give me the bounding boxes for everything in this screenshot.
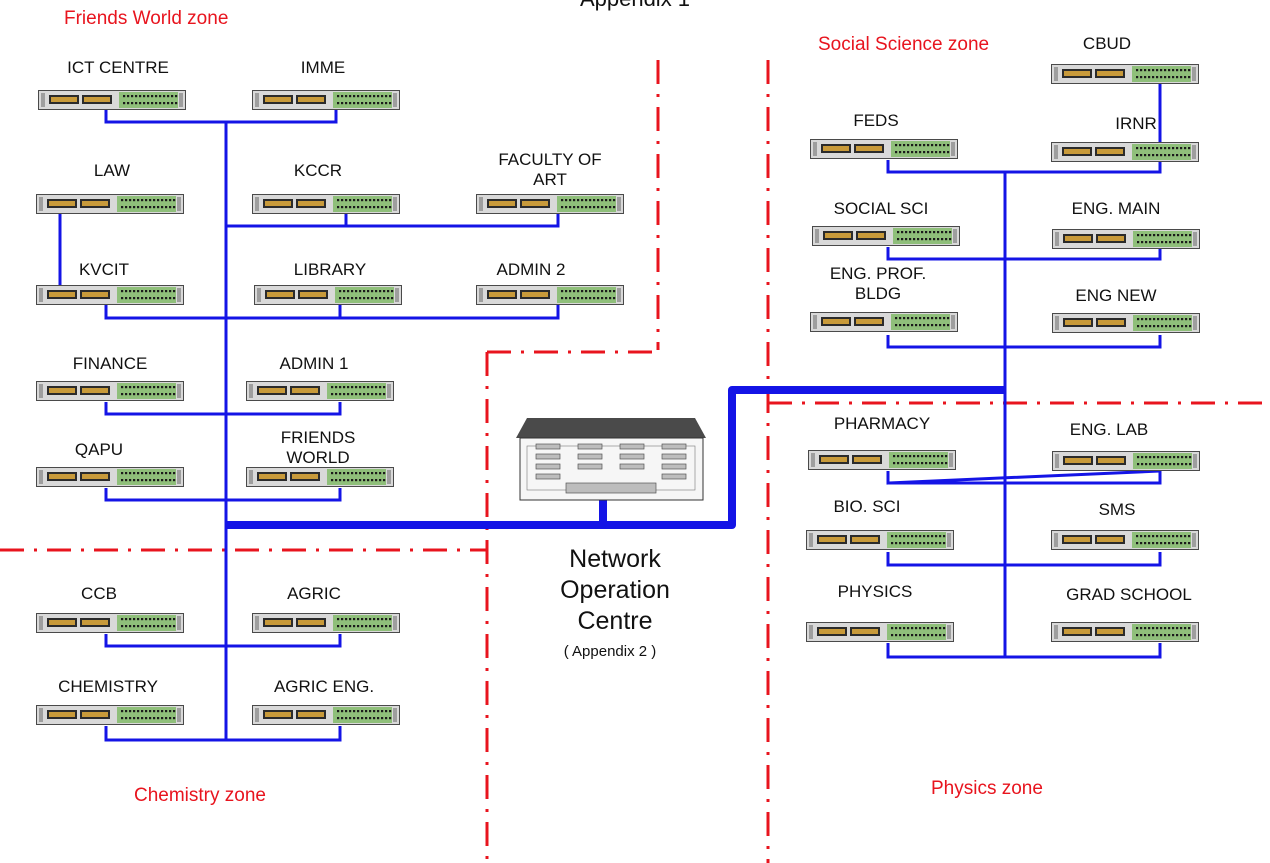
network-switch-icon <box>806 530 954 550</box>
network-switch-icon <box>810 139 958 159</box>
label-eng-main: ENG. MAIN <box>1071 199 1161 218</box>
network-switch-icon <box>1052 313 1200 333</box>
network-switch-icon <box>1051 142 1199 162</box>
label-kvcit: KVCIT <box>78 260 130 279</box>
label-sms: SMS <box>1098 500 1136 519</box>
network-switch-icon <box>252 194 400 214</box>
network-switch-icon <box>1051 622 1199 642</box>
zone-label-social-science: Social Science zone <box>818 34 990 55</box>
zone-borders <box>0 60 1270 863</box>
network-switch-icon <box>246 467 394 487</box>
label-agric: AGRIC <box>287 584 341 603</box>
noc-title-line3: Centre <box>577 607 653 635</box>
network-switch-icon <box>252 613 400 633</box>
label-kccr: KCCR <box>293 161 343 180</box>
noc-subtitle: ( Appendix 2 ) <box>563 643 657 660</box>
label-pharmacy: PHARMACY <box>833 414 931 433</box>
zone-label-chemistry: Chemistry zone <box>134 785 266 806</box>
label-agric-eng: AGRIC ENG. <box>273 677 375 696</box>
label-eng-lab: ENG. LAB <box>1069 420 1149 439</box>
network-switch-icon <box>36 381 184 401</box>
noc-title-line1: Network <box>569 545 661 573</box>
label-bio-sci: BIO. SCI <box>833 497 901 516</box>
label-eng-prof-bldg: ENG. PROF. BLDG <box>829 264 927 303</box>
network-switch-icon <box>36 285 184 305</box>
network-switch-icon <box>36 705 184 725</box>
network-switch-icon <box>252 90 400 110</box>
network-switch-icon <box>806 622 954 642</box>
label-irnr: IRNR <box>1115 114 1157 133</box>
network-switch-icon <box>810 312 958 332</box>
label-friends-world: FRIENDS WORLD <box>280 428 356 467</box>
network-switch-icon <box>1052 451 1200 471</box>
network-switch-icon <box>1052 229 1200 249</box>
network-switch-icon <box>1051 64 1199 84</box>
network-switch-icon <box>246 381 394 401</box>
label-ict-centre: ICT CENTRE <box>67 58 169 77</box>
label-admin2: ADMIN 2 <box>496 260 566 279</box>
label-finance: FINANCE <box>72 354 148 373</box>
network-switch-icon <box>812 226 960 246</box>
zone-label-friends-world: Friends World zone <box>64 8 229 29</box>
network-switch-icon <box>476 194 624 214</box>
network-switch-icon <box>38 90 186 110</box>
page-title: Appendix 1 <box>580 0 690 12</box>
network-switch-icon <box>36 467 184 487</box>
label-social-sci: SOCIAL SCI <box>833 199 929 218</box>
label-qapu: QAPU <box>74 440 124 459</box>
links <box>58 84 1162 742</box>
zone-label-physics: Physics zone <box>931 778 1043 799</box>
network-switch-icon <box>254 285 402 305</box>
label-eng-new: ENG NEW <box>1075 286 1157 305</box>
label-feds: FEDS <box>853 111 899 130</box>
network-switch-icon <box>808 450 956 470</box>
network-switch-icon <box>36 613 184 633</box>
building-icon <box>516 418 706 501</box>
label-ccb: CCB <box>81 584 117 603</box>
network-switch-icon <box>476 285 624 305</box>
network-switch-icon <box>36 194 184 214</box>
label-faculty-of-art: FACULTY OF ART <box>498 150 602 189</box>
network-switch-icon <box>252 705 400 725</box>
label-law: LAW <box>93 161 131 180</box>
label-grad-school: GRAD SCHOOL <box>1066 585 1192 604</box>
label-admin1: ADMIN 1 <box>279 354 349 373</box>
label-chemistry: CHEMISTRY <box>58 677 158 696</box>
backbone <box>226 386 1005 529</box>
label-imme: IMME <box>300 58 346 77</box>
label-cbud: CBUD <box>1082 34 1132 53</box>
network-switch-icon <box>1051 530 1199 550</box>
label-physics: PHYSICS <box>837 582 913 601</box>
label-library: LIBRARY <box>293 260 367 279</box>
noc-title-line2: Operation <box>560 576 670 604</box>
